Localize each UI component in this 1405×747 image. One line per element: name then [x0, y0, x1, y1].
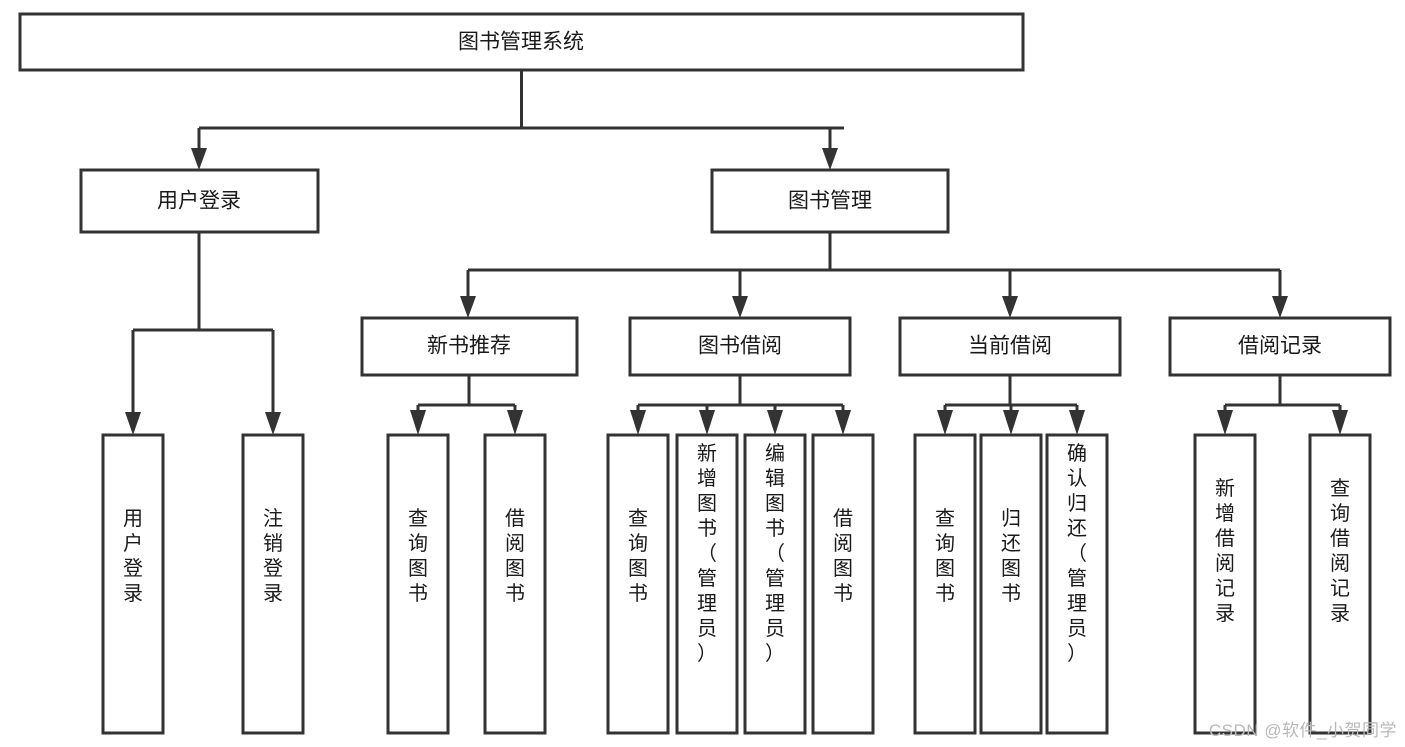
node-new-book-recommend-box[interactable] — [360, 316, 579, 377]
leaf-query-book-current-box[interactable] — [913, 433, 977, 735]
edges-layer — [125, 70, 1348, 435]
node-borrow-record-box[interactable] — [1168, 316, 1392, 377]
leaf-logout[interactable]: 注销登录 — [241, 433, 305, 735]
leaf-borrow-book-recommend[interactable]: 借阅图书 — [483, 433, 547, 735]
arrow-to-current-borrow — [1002, 296, 1018, 318]
leaf-edit-book[interactable]: 编辑图书（管理员） — [743, 433, 807, 735]
arrow-leaf-user-login — [125, 412, 141, 435]
leaf-borrow-book-borrow-box[interactable] — [811, 433, 875, 735]
node-new-book-recommend[interactable]: 新书推荐 — [360, 316, 579, 377]
leaf-query-book-recommend-box[interactable] — [386, 433, 450, 735]
arrow-to-user-login — [191, 148, 207, 170]
arrow-leaf-query-record — [1332, 410, 1348, 435]
node-user-login-box[interactable] — [79, 168, 320, 234]
leaf-confirm-return-box[interactable] — [1045, 433, 1109, 735]
arrow-leaf-confirm-return — [1069, 410, 1085, 435]
node-new-book-recommend-label: 新书推荐 — [427, 335, 511, 358]
node-root-box[interactable] — [18, 12, 1025, 72]
leaf-query-book-current-label: 查询图书 — [935, 507, 955, 605]
csdn-watermark: CSDN @软件_小贺同学 — [1208, 721, 1397, 740]
leaf-add-book-box[interactable] — [675, 433, 739, 735]
node-current-borrow-label: 当前借阅 — [968, 335, 1052, 358]
node-user-login[interactable]: 用户登录 — [79, 168, 320, 234]
leaf-logout-label: 注销登录 — [263, 507, 283, 605]
leaf-return-book-label: 归还图书 — [1001, 507, 1021, 605]
node-current-borrow-box[interactable] — [898, 316, 1122, 377]
node-borrow-record[interactable]: 借阅记录 — [1168, 316, 1392, 377]
node-borrow-record-label: 借阅记录 — [1238, 335, 1322, 358]
node-book-borrow[interactable]: 图书借阅 — [628, 316, 852, 377]
leaf-logout-box[interactable] — [241, 433, 305, 735]
arrow-leaf-query-book-3 — [937, 410, 953, 435]
node-root-book-management-system[interactable]: 图书管理系统 — [18, 12, 1025, 72]
leaf-borrow-book-recommend-label: 借阅图书 — [505, 507, 525, 605]
leaf-return-book-box[interactable] — [979, 433, 1043, 735]
arrow-to-book-borrow — [732, 296, 748, 318]
leaf-add-book-label: 新增图书（管理员） — [697, 442, 717, 665]
arrow-leaf-borrow-book-2 — [835, 410, 851, 435]
node-root-label: 图书管理系统 — [458, 31, 584, 54]
leaf-query-book-borrow-box[interactable] — [606, 433, 670, 735]
node-current-borrow[interactable]: 当前借阅 — [898, 316, 1122, 377]
arrow-leaf-return-book — [1003, 410, 1019, 435]
arrow-leaf-add-book — [699, 410, 715, 435]
leaf-query-book-borrow-label: 查询图书 — [628, 507, 648, 605]
leaf-edit-book-label: 编辑图书（管理员） — [765, 442, 785, 665]
leaf-query-book-recommend-label: 查询图书 — [408, 507, 428, 605]
arrow-to-new-book — [460, 296, 476, 318]
leaf-add-borrow-record-label: 新增借阅记录 — [1215, 477, 1235, 625]
leaf-query-book-borrow[interactable]: 查询图书 — [606, 433, 670, 735]
leaf-user-login-box[interactable] — [101, 433, 165, 735]
leaf-borrow-book-borrow[interactable]: 借阅图书 — [811, 433, 875, 735]
leaf-confirm-return[interactable]: 确认归还（管理员） — [1045, 433, 1109, 735]
arrow-leaf-query-book-1 — [410, 410, 426, 435]
leaf-user-login-label: 用户登录 — [123, 508, 143, 605]
arrow-leaf-borrow-book-1 — [507, 410, 523, 435]
node-user-login-label: 用户登录 — [157, 190, 241, 213]
leaf-borrow-book-borrow-label: 借阅图书 — [833, 507, 853, 605]
node-book-management-label: 图书管理 — [788, 190, 872, 213]
leaf-borrow-book-recommend-box[interactable] — [483, 433, 547, 735]
leaf-query-borrow-record[interactable]: 查询借阅记录 — [1308, 433, 1372, 735]
node-book-borrow-label: 图书借阅 — [698, 335, 782, 358]
leaf-query-borrow-record-label: 查询借阅记录 — [1330, 477, 1350, 625]
leaf-edit-book-box[interactable] — [743, 433, 807, 735]
arrow-to-book-mgmt — [822, 148, 838, 170]
arrow-leaf-add-record — [1217, 410, 1233, 435]
node-book-management-box[interactable] — [710, 168, 950, 234]
leaf-add-borrow-record-box[interactable] — [1193, 433, 1257, 735]
leaf-query-book-current[interactable]: 查询图书 — [913, 433, 977, 735]
arrow-leaf-query-book-2 — [630, 410, 646, 435]
leaf-query-borrow-record-box[interactable] — [1308, 433, 1372, 735]
arrow-to-borrow-record — [1272, 296, 1288, 318]
arrow-leaf-edit-book — [767, 410, 783, 435]
leaf-add-book[interactable]: 新增图书（管理员） — [675, 433, 739, 735]
arrow-leaf-logout — [265, 412, 281, 435]
node-book-borrow-box[interactable] — [628, 316, 852, 377]
leaf-return-book[interactable]: 归还图书 — [979, 433, 1043, 735]
leaf-confirm-return-label: 确认归还（管理员） — [1067, 442, 1087, 665]
leaf-user-login[interactable]: 用户登录 — [101, 433, 165, 735]
node-book-management[interactable]: 图书管理 — [710, 168, 950, 234]
leaf-add-borrow-record[interactable]: 新增借阅记录 — [1193, 433, 1257, 735]
leaf-query-book-recommend[interactable]: 查询图书 — [386, 433, 450, 735]
